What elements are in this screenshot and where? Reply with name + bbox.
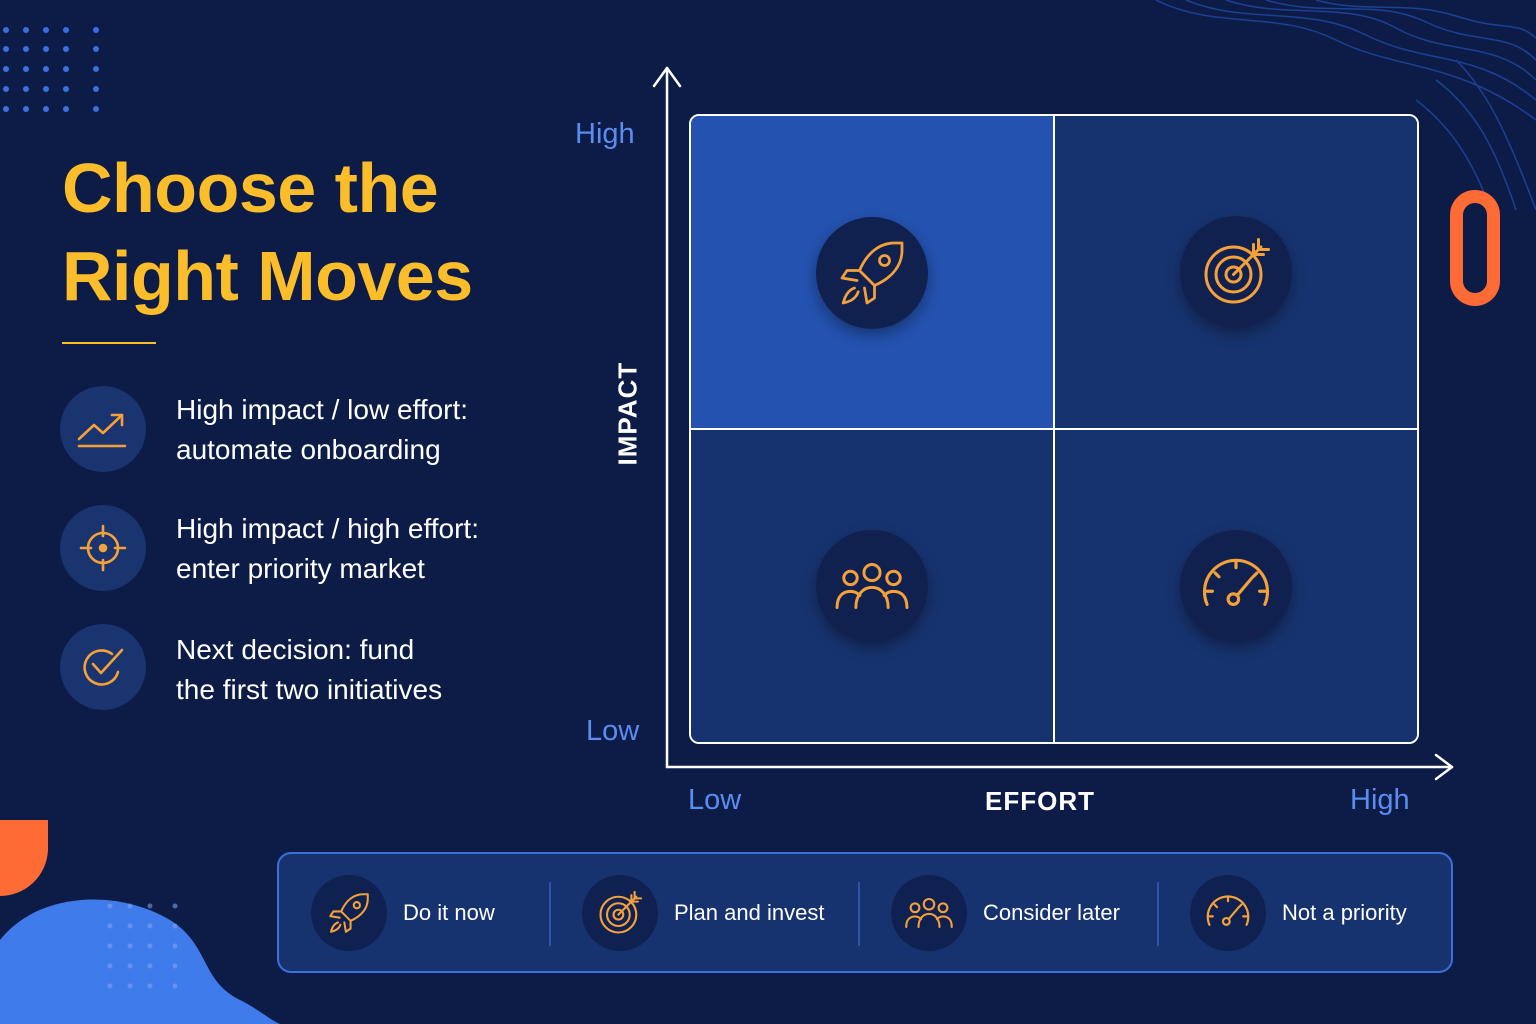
page-title: Choose the Right Moves <box>62 144 542 320</box>
x-axis-arrow <box>1434 753 1454 781</box>
rocket-icon <box>816 217 928 329</box>
rocket-icon <box>311 874 387 951</box>
legend-label: Plan and invest <box>674 899 825 925</box>
gauge-icon <box>1190 874 1266 951</box>
key-point-1: High impact / low effort: automate onboa… <box>60 386 560 476</box>
gauge-icon <box>1180 530 1292 642</box>
legend-item-consider-later: Consider later <box>891 854 1120 971</box>
wave-lines-decoration <box>1156 0 1536 210</box>
key-point-line: High impact / low effort: <box>176 394 469 425</box>
impact-low-label: Low <box>586 715 640 747</box>
legend-label: Not a priority <box>1282 899 1407 925</box>
legend-item-not-a-priority: Not a priority <box>1190 854 1407 971</box>
dot-grid-decoration <box>3 27 99 112</box>
key-point-line: enter priority market <box>176 553 425 584</box>
impact-axis-title: IMPACT <box>612 361 643 466</box>
key-point-3: Next decision: fund the first two initia… <box>60 624 560 714</box>
matrix-axes <box>652 66 1454 781</box>
key-point-line: automate onboarding <box>176 434 441 465</box>
quadrant-high-impact-high-effort <box>1054 116 1417 429</box>
blob-decoration <box>0 820 280 1024</box>
key-point-line: Next decision: fund <box>176 634 415 665</box>
target-icon <box>582 874 658 951</box>
effort-axis-title: EFFORT <box>985 786 1095 816</box>
key-point-text: High impact / low effort: automate onboa… <box>176 390 576 470</box>
legend-divider <box>549 882 551 946</box>
effort-high-label: High <box>1350 784 1410 816</box>
effort-low-label: Low <box>688 784 742 816</box>
trend-up-icon <box>60 386 146 472</box>
people-icon <box>891 874 967 951</box>
legend-panel: Do it now Plan and invest Consider later <box>277 852 1453 973</box>
legend-divider <box>1157 882 1159 946</box>
legend-label: Do it now <box>403 899 495 925</box>
quadrant-high-impact-low-effort <box>691 116 1054 429</box>
key-point-line: High impact / high effort: <box>176 513 479 544</box>
title-divider <box>62 342 156 344</box>
legend-item-do-it-now: Do it now <box>311 854 495 971</box>
quadrant-low-impact-high-effort <box>1054 429 1417 742</box>
impact-effort-matrix <box>689 114 1419 744</box>
key-point-text: Next decision: fund the first two initia… <box>176 630 576 710</box>
people-icon <box>816 530 928 642</box>
legend-divider <box>858 882 860 946</box>
title-line-2: Right Moves <box>62 237 473 315</box>
crosshair-icon <box>60 505 146 591</box>
legend-label: Consider later <box>983 899 1120 925</box>
impact-high-label: High <box>575 118 635 150</box>
title-line-1: Choose the <box>62 149 439 227</box>
key-point-line: the first two initiatives <box>176 674 443 705</box>
y-axis-arrow <box>652 66 682 88</box>
target-icon <box>1180 216 1292 328</box>
check-icon <box>60 624 146 710</box>
key-point-text: High impact / high effort: enter priorit… <box>176 509 576 589</box>
key-point-2: High impact / high effort: enter priorit… <box>60 505 560 595</box>
quadrant-low-impact-low-effort <box>691 429 1054 742</box>
legend-item-plan-and-invest: Plan and invest <box>582 854 824 971</box>
